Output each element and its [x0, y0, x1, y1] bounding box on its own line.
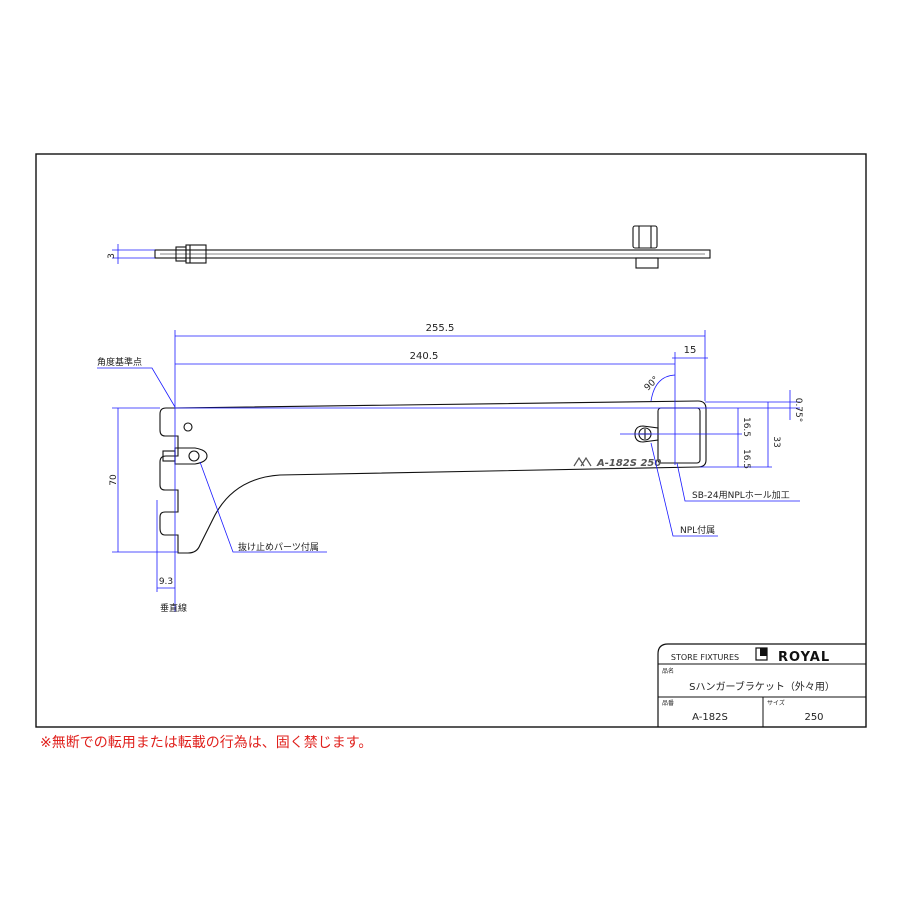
product-name-label: 品名 [662, 667, 674, 675]
royal-logo: ROYAL [755, 647, 830, 665]
npl-hole-window [657, 407, 701, 464]
copyright-notice: ※無断での転用または転載の行為は、固く禁じます。 [40, 735, 373, 751]
label-angle-reference: 角度基準点 [97, 356, 142, 368]
product-code-label: 品番 [662, 700, 674, 707]
dimension-hook-offset: 9.3 [159, 577, 173, 587]
part-stamp: A-182S 250 [596, 458, 661, 469]
size-value: 250 [804, 712, 823, 723]
dimension-hole-offset: 15 [684, 345, 697, 356]
drawing-frame [35, 153, 867, 728]
product-name: Sハンガーブラケット（外々用） [689, 680, 835, 693]
npl-nut-top [632, 225, 659, 269]
label-vertical-line: 垂直線 [160, 602, 187, 614]
dimension-height: 70 [109, 474, 119, 486]
label-stopper-part: 抜け止めパーツ付属 [238, 541, 319, 553]
royal-logo-stamp [573, 456, 592, 467]
label-npl-hole: SB-24用NPLホール加工 [692, 490, 790, 501]
category-text: STORE FIXTURES [671, 653, 739, 662]
dimension-length-to-hole: 240.5 [410, 351, 439, 362]
dimension-angle: 90° [643, 375, 661, 393]
svg-text:3: 3 [107, 253, 117, 259]
dimension-half-lower: 16.5 [741, 449, 751, 469]
stopper-part-top [175, 244, 207, 264]
side-view-bracket: A-182S 250 [159, 400, 707, 554]
dimension-thickness: 3 [107, 244, 155, 264]
dimension-half-upper: 16.5 [741, 417, 751, 437]
svg-text:ROYAL: ROYAL [778, 650, 830, 665]
dimension-end-height: 33 [771, 436, 781, 447]
size-label: サイズ [767, 699, 785, 707]
annotations: 角度基準点 抜け止めパーツ付属 SB-24用NPLホール加工 NPL付属 垂直線 [97, 356, 800, 614]
title-block: STORE FIXTURES ROYAL 品名 Sハンガーブラケット（外々用） … [657, 643, 866, 727]
dimension-overall-length: 255.5 [426, 323, 455, 334]
dimensions: 255.5 240.5 15 90° 16.5 16.5 33 0.75° 70… [109, 323, 803, 612]
label-npl-included: NPL付属 [680, 525, 715, 536]
top-view: 3 [107, 225, 711, 269]
product-code: A-182S [692, 712, 728, 723]
dimension-tilt: 0.75° [793, 398, 803, 423]
